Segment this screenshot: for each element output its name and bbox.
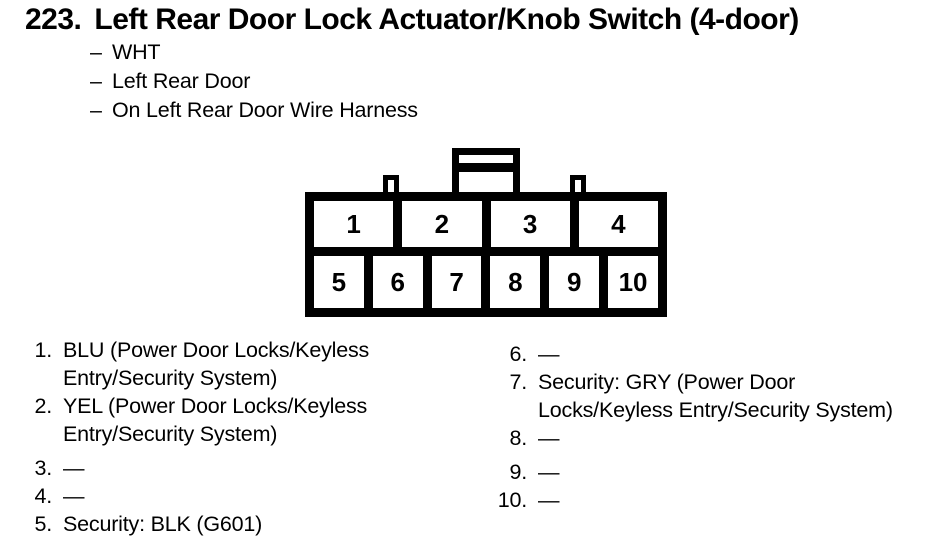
pin-cell: 4 (578, 201, 658, 247)
description-line: Security: GRY (Power Door (538, 370, 796, 394)
description-line: YEL (Power Door Locks/Keyless (63, 394, 368, 418)
pin-number: 9 (566, 266, 582, 297)
description-line: Entry/Security System) (63, 366, 278, 390)
pin-row-bottom: 5 6 7 8 9 10 (314, 256, 658, 308)
legend-item: 4. — (26, 482, 369, 510)
pin-cell: 8 (490, 256, 550, 308)
pin-index: 5. (34, 512, 52, 536)
pin-index: 8. (509, 426, 527, 450)
note-line: –On Left Rear Door Wire Harness (90, 96, 418, 125)
description-line: — (538, 460, 560, 484)
description-line: — (538, 342, 560, 366)
legend-item: 6. — (482, 340, 893, 368)
note-text: Left Rear Door (112, 69, 251, 93)
pin-number: 5 (331, 266, 347, 297)
pin-cell: 7 (431, 256, 491, 308)
note-text: On Left Rear Door Wire Harness (112, 98, 418, 122)
legend-item: 5. Security: BLK (G601) (26, 510, 369, 538)
connector-body: 1 2 3 4 5 6 7 8 9 10 (305, 192, 667, 317)
pin-wire-description: — (538, 486, 560, 514)
description-line: Entry/Security System) (63, 422, 278, 446)
pin-wire-description: — (538, 458, 560, 486)
legend-item: 3. — (26, 454, 369, 482)
figure-title: Left Rear Door Lock Actuator/Knob Switch… (94, 3, 799, 36)
legend-item: 10. — (482, 486, 893, 514)
pin-index: 4. (34, 484, 52, 508)
pin-wire-description: Security: BLK (G601) (63, 510, 262, 538)
figure-notes: –WHT–Left Rear Door–On Left Rear Door Wi… (90, 38, 418, 125)
note-line: –WHT (90, 38, 418, 67)
description-line: — (538, 488, 560, 512)
legend-item: 8. — (482, 424, 893, 452)
pin-number: 7 (449, 266, 464, 297)
pin-index: 1. (34, 338, 52, 362)
pin-cell: 5 (314, 256, 373, 308)
pin-row-top: 1 2 3 4 (314, 201, 658, 247)
description-line: — (538, 426, 560, 450)
connector-index-tab-left (383, 175, 399, 192)
pin-number: 8 (508, 266, 523, 297)
legend-item: 9. — (482, 458, 893, 486)
note-text: WHT (112, 40, 161, 64)
pin-number: 6 (390, 266, 405, 297)
pin-number: 2 (434, 208, 450, 239)
figure-header: 223. Left Rear Door Lock Actuator/Knob S… (25, 3, 799, 37)
pin-cell: 10 (608, 256, 658, 308)
pin-wire-description: — (63, 454, 85, 482)
dash-bullet-icon: – (90, 69, 102, 93)
pin-cell: 9 (549, 256, 609, 308)
description-line: Security: BLK (G601) (63, 512, 263, 536)
dash-bullet-icon: – (90, 40, 102, 64)
pin-index: 6. (509, 342, 527, 366)
pin-index: 9. (509, 460, 527, 484)
connector-latch (452, 148, 520, 192)
figure-number: 223. (25, 3, 82, 36)
connector-diagram: 1 2 3 4 5 6 7 8 9 10 (305, 148, 667, 317)
dash-bullet-icon: – (90, 98, 102, 122)
pin-row-divider (314, 247, 658, 256)
pin-number: 3 (522, 208, 538, 239)
description-line: — (63, 456, 85, 480)
description-line: BLU (Power Door Locks/Keyless (63, 338, 370, 362)
pin-index: 7. (509, 370, 527, 394)
pin-index: 10. (497, 488, 527, 512)
connector-latch-bar (459, 163, 513, 172)
pin-number: 4 (611, 208, 626, 239)
description-line: — (63, 484, 85, 508)
pin-index: 3. (34, 456, 52, 480)
connector-index-tab-right (570, 175, 586, 192)
note-line: –Left Rear Door (90, 67, 418, 96)
pin-wire-description: — (538, 424, 560, 452)
pin-number: 10 (618, 266, 648, 297)
pin-cell: 6 (372, 256, 432, 308)
pin-wire-description: — (63, 482, 85, 510)
pin-cell: 3 (490, 201, 579, 247)
pin-index: 2. (34, 394, 52, 418)
pin-cell: 2 (402, 201, 491, 247)
pin-number: 1 (346, 208, 361, 239)
pin-wire-description: — (538, 340, 560, 368)
description-line: Locks/Keyless Entry/Security System) (538, 398, 893, 422)
pin-cell: 1 (314, 201, 403, 247)
